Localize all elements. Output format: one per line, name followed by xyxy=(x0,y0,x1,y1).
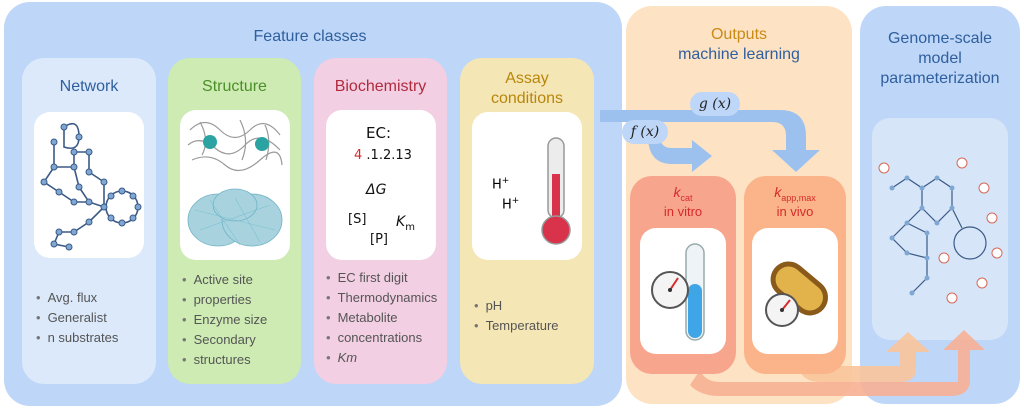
assay-card: Assay conditions H+ H+ pH Temperature xyxy=(460,58,594,384)
kapp-image-box xyxy=(752,228,838,354)
genome-model-box xyxy=(872,118,1008,340)
outputs-title-line2: machine learning xyxy=(678,46,800,63)
hydrogen-ion-1: H+ xyxy=(492,176,510,193)
biochemistry-card: Biochemistry EC: 4 .1.2.13 ΔG [S] Km [P]… xyxy=(314,58,447,384)
network-title: Network xyxy=(59,78,119,95)
bullet-ph: pH xyxy=(474,296,559,316)
assay-title-line1: Assay xyxy=(505,70,549,87)
bullet-n-substrates: n substrates xyxy=(36,328,119,348)
g-of-x-label: g (x) xyxy=(690,92,740,116)
kapp-card: kapp,max in vivo xyxy=(744,176,846,374)
bullet-generalist: Generalist xyxy=(36,308,118,328)
substrate-conc: [S] xyxy=(348,212,367,227)
network-graph-icon xyxy=(40,122,142,251)
km-symbol: Km xyxy=(396,214,415,233)
product-conc: [P] xyxy=(370,232,388,247)
bullet-temperature: Temperature xyxy=(474,316,559,336)
bullet-avg-flux: Avg. flux xyxy=(36,288,118,308)
structure-image-box xyxy=(180,110,290,260)
genome-network-icon xyxy=(878,157,1003,304)
network-image-box xyxy=(34,112,144,258)
bullet-enzyme-size: Enzyme size xyxy=(182,310,268,330)
bullet-km: Km xyxy=(326,348,437,368)
ec-rest: .1.2.13 xyxy=(366,148,412,163)
delta-g: ΔG xyxy=(366,182,387,198)
hydrogen-ion-2: H+ xyxy=(502,196,520,213)
protein-ribbon-icon xyxy=(187,119,283,247)
ec-first-digit: 4 xyxy=(354,148,363,163)
bullet-active-site: Active site xyxy=(182,270,267,290)
bullet-concentrations: concentrations xyxy=(326,328,437,348)
bullet-ec-first-digit: EC first digit xyxy=(326,268,437,288)
assay-image-box: H+ H+ xyxy=(472,112,582,260)
network-bullets: Avg. flux Generalist n substrates xyxy=(36,288,119,348)
test-tube-gauge-icon xyxy=(651,243,705,341)
kcat-image-box xyxy=(640,228,726,354)
outputs-title-line1: Outputs xyxy=(710,26,768,43)
network-card: Network xyxy=(22,58,156,384)
bullet-properties: properties xyxy=(182,290,267,310)
structure-card: Structure Active site properties Enzyme … xyxy=(168,58,301,384)
f-of-x-label: f (x) xyxy=(622,120,668,144)
assay-title-line2: conditions xyxy=(490,90,564,107)
assay-bullets: pH Temperature xyxy=(474,296,559,336)
feature-classes-title: Feature classes xyxy=(253,28,367,45)
biochemistry-image-box: EC: 4 .1.2.13 ΔG [S] Km [P] xyxy=(326,110,436,260)
genome-title-line3: parameterization xyxy=(880,70,1000,87)
kapp-desc: in vivo xyxy=(776,204,814,219)
kcat-symbol: kcat xyxy=(673,184,693,203)
bullet-secondary: Secondary xyxy=(182,330,267,350)
genome-title-line1: Genome-scale xyxy=(887,30,993,47)
kcat-card: kcat in vitro xyxy=(630,176,736,374)
structure-title: Structure xyxy=(202,78,267,95)
genome-title-line2: model xyxy=(918,50,962,67)
kcat-desc: in vitro xyxy=(663,204,703,219)
structure-bullets: Active site properties Enzyme size Secon… xyxy=(182,270,268,370)
ec-number: 4 .1.2.13 xyxy=(354,148,412,163)
biochemistry-title: Biochemistry xyxy=(334,78,427,95)
bullet-structures: structures xyxy=(182,350,267,370)
ec-label: EC: xyxy=(366,124,392,142)
biochemistry-bullets: EC first digit Thermodynamics Metabolite… xyxy=(326,268,438,368)
bullet-thermodynamics: Thermodynamics xyxy=(326,288,438,308)
bullet-metabolite: Metabolite xyxy=(326,308,437,328)
kapp-symbol: kapp,max xyxy=(774,184,816,203)
bacterium-gauge-icon xyxy=(765,261,829,327)
thermometer-icon xyxy=(541,137,571,245)
